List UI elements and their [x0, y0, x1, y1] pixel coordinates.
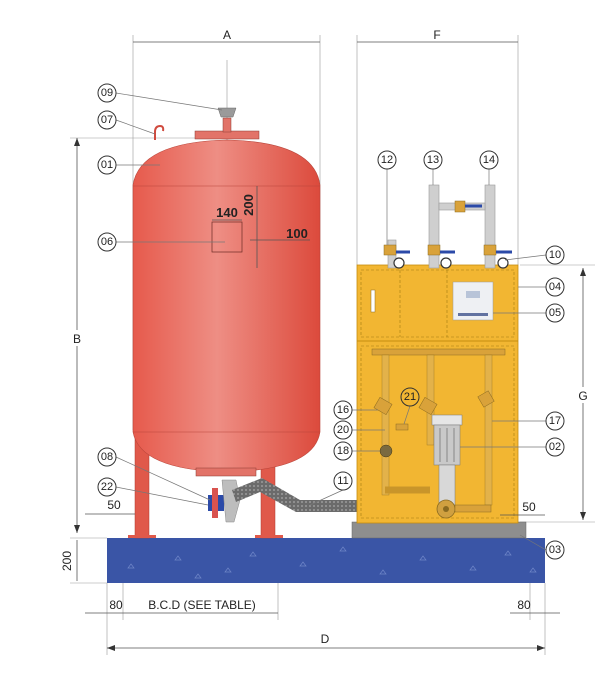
callout-05: 05 — [545, 303, 565, 323]
svg-text:03: 03 — [549, 544, 561, 556]
inspection-opening — [211, 221, 243, 253]
pressure-gauges — [393, 257, 509, 269]
cabinet-base — [351, 521, 527, 539]
callout-01: 01 — [97, 155, 117, 175]
air-vent — [217, 107, 237, 118]
callout-17: 17 — [545, 411, 565, 431]
svg-text:01: 01 — [101, 159, 113, 171]
pump-motor — [431, 414, 492, 519]
callout-08: 08 — [97, 447, 117, 467]
svg-text:21: 21 — [404, 391, 416, 403]
callout-22: 22 — [97, 477, 117, 497]
expansion-tank — [128, 107, 321, 539]
dim-bcd: B.C.D (SEE TABLE) — [148, 598, 256, 612]
svg-text:16: 16 — [337, 404, 349, 416]
svg-text:08: 08 — [101, 451, 113, 463]
dimension-lines: A F B G D 200 80 B.C.D (SEE TABLE) 80 50… — [60, 28, 590, 651]
svg-text:20: 20 — [337, 424, 349, 436]
svg-text:04: 04 — [549, 281, 561, 293]
callout-14: 14 — [479, 150, 499, 170]
callout-12: 12 — [377, 150, 397, 170]
svg-text:09: 09 — [101, 87, 113, 99]
svg-text:05: 05 — [549, 307, 561, 319]
ball-valves — [383, 244, 512, 256]
callout-13: 13 — [423, 150, 443, 170]
svg-text:14: 14 — [483, 154, 495, 166]
callout-02: 02 — [545, 437, 565, 457]
dim-opening-offset-top: 200 — [241, 194, 256, 216]
svg-text:12: 12 — [381, 154, 393, 166]
dim-opening-width: 140 — [216, 205, 238, 220]
dim-foundation-height: 200 — [60, 551, 74, 571]
dim-G: G — [578, 389, 587, 403]
callout-04: 04 — [545, 277, 565, 297]
dim-right-margin: 80 — [517, 598, 531, 612]
dim-opening-offset-side: 100 — [286, 226, 308, 241]
concrete-foundation — [107, 538, 545, 583]
svg-text:17: 17 — [549, 415, 561, 427]
callout-11: 11 — [333, 471, 353, 491]
svg-text:11: 11 — [337, 475, 348, 487]
svg-text:13: 13 — [427, 154, 439, 166]
callout-03: 03 — [545, 540, 565, 560]
callout-18: 18 — [333, 441, 353, 461]
callout-07: 07 — [97, 110, 117, 130]
callout-10: 10 — [545, 245, 565, 265]
callout-06: 06 — [97, 232, 117, 252]
svg-text:02: 02 — [549, 441, 561, 453]
svg-text:18: 18 — [337, 445, 349, 457]
dim-B: B — [73, 332, 81, 346]
dim-F: F — [433, 28, 440, 42]
callout-20: 20 — [333, 420, 353, 440]
lifting-hook — [154, 124, 165, 140]
callout-09: 09 — [97, 83, 117, 103]
svg-text:07: 07 — [101, 114, 113, 126]
svg-text:10: 10 — [549, 249, 561, 261]
svg-text:06: 06 — [101, 236, 113, 248]
bottom-flange — [195, 467, 257, 477]
dim-left-clearance: 50 — [107, 498, 121, 512]
callout-21: 21 — [400, 387, 420, 407]
dim-left-margin: 80 — [109, 598, 123, 612]
dim-D: D — [321, 632, 330, 646]
leader-lines — [115, 92, 547, 551]
tank-body — [132, 139, 321, 473]
dim-right-clearance: 50 — [522, 500, 536, 514]
callout-16: 16 — [333, 400, 353, 420]
dim-A: A — [223, 28, 231, 42]
svg-text:22: 22 — [101, 481, 113, 493]
pump-cabinet — [351, 184, 527, 539]
opening-dimensions: 140 200 100 — [212, 186, 310, 268]
callouts: 09 07 01 06 08 22 11 12 13 14 10 04 05 1… — [97, 83, 565, 560]
